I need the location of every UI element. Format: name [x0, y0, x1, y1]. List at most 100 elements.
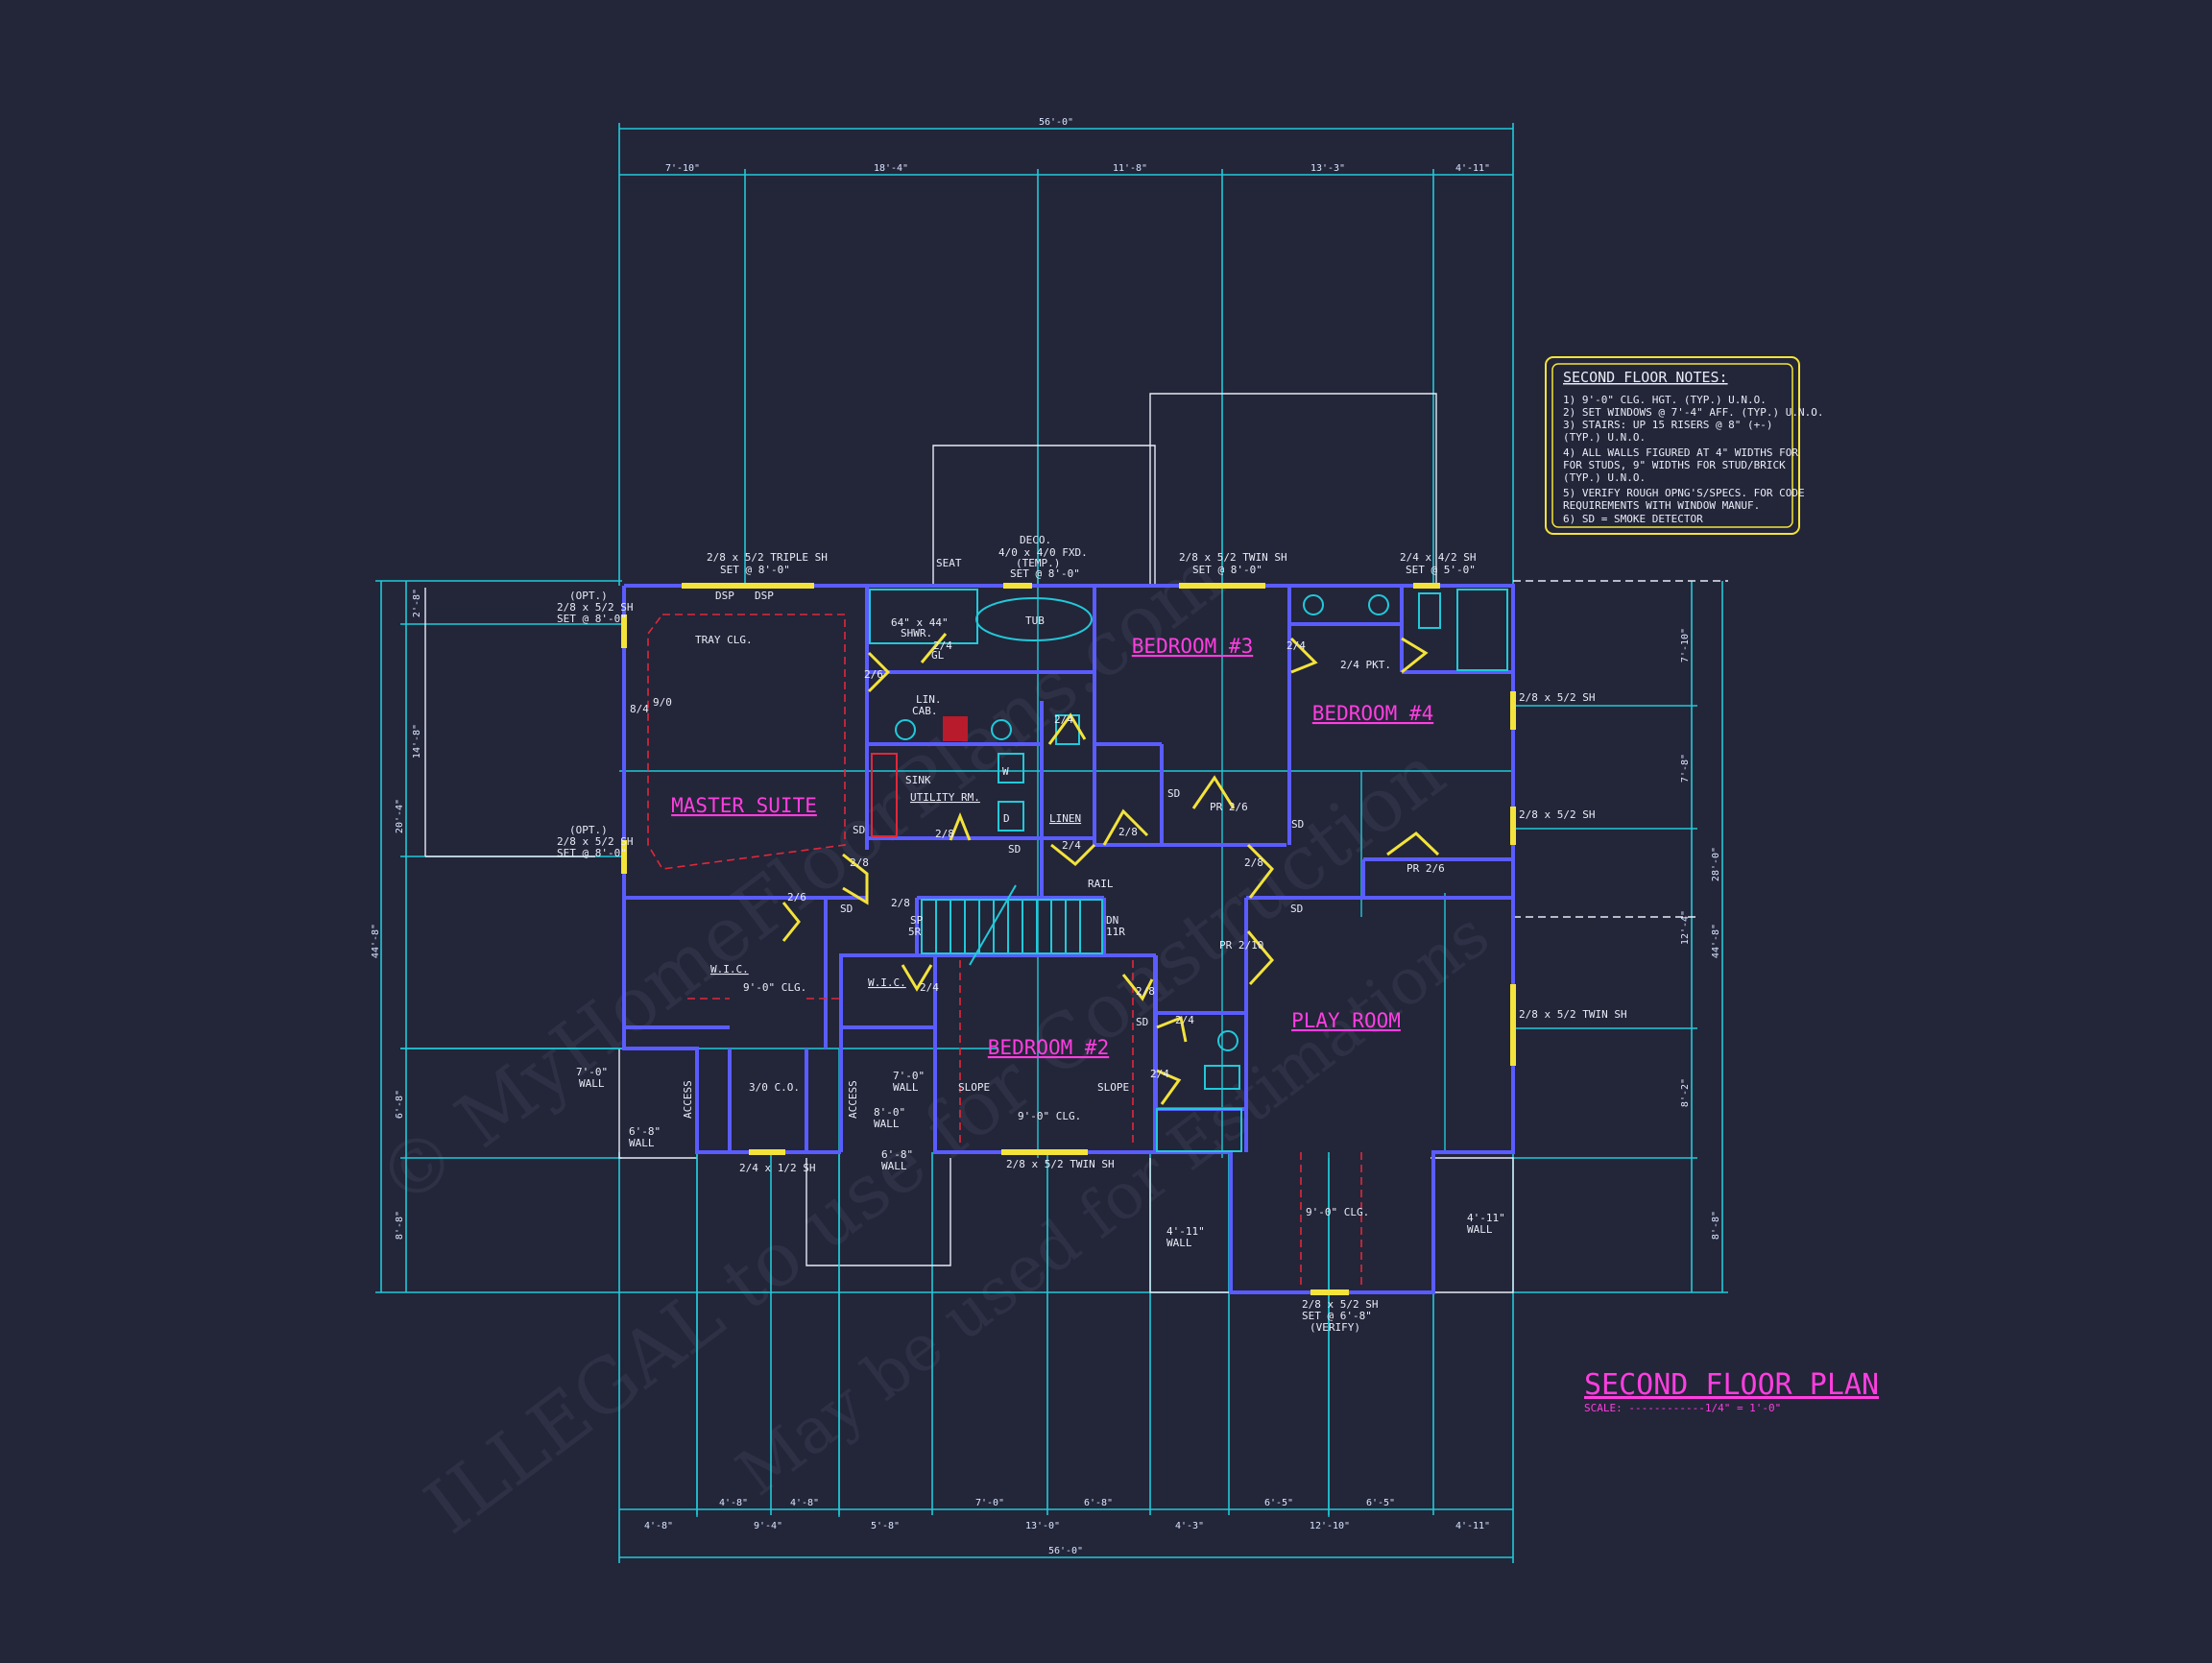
label-win-play: 2/8 x 5/2 SH	[1302, 1298, 1378, 1311]
label-wall-4: 8'-0"	[874, 1106, 905, 1119]
room-label-bedroom-3: BEDROOM #3	[1132, 635, 1253, 658]
label-tub: TUB	[1025, 615, 1045, 627]
label-11r: 11R	[1106, 926, 1125, 938]
left-dim-1: 2'-8"	[412, 589, 422, 617]
top-dimensions: 56'-0" 7'-10" 18'-4" 11'-8" 13'-3" 4'-11…	[618, 117, 1514, 586]
door-swing	[1246, 930, 1274, 986]
left-dim-5: 8'-8"	[395, 1211, 405, 1240]
label-slope-1: SLOPE	[958, 1081, 990, 1094]
stair-outline	[921, 899, 1103, 954]
bottom-dim-12: 6'-5"	[1366, 1498, 1395, 1508]
right-dim-6: 12'-4"	[1680, 910, 1691, 945]
label-win-play-set: SET @ 6'-8"	[1302, 1310, 1372, 1322]
label-rail: RAIL	[1088, 878, 1114, 890]
bottom-dim-4: 4'-8"	[790, 1498, 819, 1508]
notes-heading: SECOND FLOOR NOTES:	[1563, 369, 1728, 386]
door-swing	[1156, 1069, 1182, 1105]
label-washer: W	[1002, 765, 1009, 778]
label-win-twin-b3: 2/8 x 5/2 TWIN SH	[1179, 551, 1287, 564]
label-opt-2: (OPT.)	[569, 824, 608, 836]
label-door-24g: 2/4	[1150, 1068, 1169, 1080]
sink-fixture	[1303, 594, 1324, 615]
label-door-24b: 2/4	[1054, 713, 1073, 726]
label-sd-1: SD	[853, 824, 865, 836]
door-swing	[1047, 712, 1087, 745]
label-win-24-12: 2/4 x 1/2 SH	[739, 1162, 815, 1174]
bottom-dim-2: 4'-8"	[719, 1498, 748, 1508]
bottom-dim-3: 9'-4"	[754, 1521, 782, 1531]
stair-break-line	[969, 884, 1017, 966]
door-swing	[1121, 974, 1154, 1001]
label-wall-4b: WALL	[874, 1118, 900, 1130]
top-dim-3: 11'-8"	[1113, 163, 1147, 174]
label-door-24-pkt: 2/4 PKT.	[1340, 659, 1391, 671]
label-door-28c: 2/8	[1244, 856, 1263, 869]
label-door-28e: 2/8	[891, 897, 910, 909]
label-wall-6b: WALL	[1166, 1237, 1192, 1249]
room-label-linen: LINEN	[1049, 812, 1081, 825]
label-deco-3: (TEMP.)	[1016, 557, 1060, 569]
room-label-bedroom-2: BEDROOM #2	[988, 1036, 1109, 1059]
roof-outline	[424, 393, 1514, 1293]
cabinet-fixture	[943, 716, 968, 741]
label-shower: 64" x 44"	[891, 616, 949, 629]
room-label-wic-2: W.I.C.	[868, 976, 906, 989]
plan-title-block: SECOND FLOOR PLAN SCALE: ------------1/4…	[1584, 1368, 1879, 1414]
bottom-dim-10: 6'-5"	[1264, 1498, 1293, 1508]
label-door-90: 9/0	[653, 696, 672, 709]
bottom-total-dim: 56'-0"	[1048, 1546, 1083, 1556]
door-swing	[1386, 832, 1440, 856]
fixtures	[869, 589, 1508, 1152]
left-dim-4: 6'-8"	[395, 1090, 405, 1119]
bottom-dim-6: 7'-0"	[975, 1498, 1004, 1508]
label-wall-7b: WALL	[1467, 1223, 1493, 1236]
left-dim-3: 20'-4"	[395, 799, 405, 833]
label-wall-5b: WALL	[881, 1160, 907, 1172]
label-deco-4: SET @ 8'-0"	[1010, 567, 1080, 580]
label-wall-1b: WALL	[579, 1077, 605, 1090]
right-dim-2: 7'-8"	[1680, 754, 1691, 783]
label-pr-26a: PR 2/6	[1210, 801, 1248, 813]
dryer-fixture	[998, 801, 1024, 832]
label-door-24f: 2/4	[1175, 1014, 1194, 1026]
label-win-right-3: 2/8 x 5/2 TWIN SH	[1519, 1008, 1627, 1021]
label-tray-ceiling: TRAY CLG.	[695, 634, 753, 646]
label-wall-3b: WALL	[893, 1081, 919, 1094]
label-door-24a: 2/4	[933, 639, 952, 652]
label-gl: GL	[931, 649, 945, 662]
label-dn: DN	[1106, 914, 1118, 927]
label-win-play-verify: (VERIFY)	[1310, 1321, 1360, 1334]
walls	[622, 584, 1515, 1294]
sink-fixture	[1368, 594, 1389, 615]
bottom-dim-1: 4'-8"	[644, 1521, 673, 1531]
roof-line	[1149, 393, 1437, 586]
door-swing	[949, 811, 972, 841]
bottom-dim-8: 6'-8"	[1084, 1498, 1113, 1508]
label-sd-5: SD	[1290, 903, 1303, 915]
right-dimensions: 7'-10" 7'-8" 28'-0" 8'-2" 8'-8" 44'-8" 1…	[1513, 580, 1728, 1293]
bottom-dim-11: 12'-10"	[1310, 1521, 1350, 1531]
label-door-26: 2/6	[864, 668, 883, 681]
bottom-dim-9: 4'-3"	[1175, 1521, 1204, 1531]
label-pr-210: PR 2/10	[1219, 939, 1263, 952]
label-5r: 5R	[908, 926, 922, 938]
notes-item-1: 1) 9'-0" CLG. HGT. (TYP.) U.N.O.	[1563, 394, 1767, 406]
label-wall-5: 6'-8"	[881, 1148, 913, 1161]
label-sd-2: SD	[1008, 843, 1021, 856]
label-win-right-2: 2/8 x 5/2 SH	[1519, 808, 1595, 821]
notes-item-9: REQUIREMENTS WITH WINDOW MANUF.	[1563, 499, 1760, 512]
tray-ceiling-line	[647, 614, 846, 870]
label-deco-2: 4/0 x 4/0 FXD.	[998, 546, 1088, 559]
top-dim-1: 7'-10"	[665, 163, 700, 174]
label-sink: SINK	[905, 774, 931, 786]
door-swing	[1289, 637, 1318, 674]
label-door-24e: 2/4	[920, 981, 939, 994]
label-door-28b: 2/8	[1118, 826, 1138, 838]
label-win-twin-b3-set: SET @ 8'-0"	[1192, 564, 1262, 576]
label-wall-1: 7'-0"	[576, 1066, 608, 1078]
label-access-1: ACCESS	[682, 1080, 694, 1119]
notes-item-10: 6) SD = SMOKE DETECTOR	[1563, 513, 1703, 525]
label-seat: SEAT	[936, 557, 962, 569]
label-pr-26b: PR 2/6	[1407, 862, 1445, 875]
